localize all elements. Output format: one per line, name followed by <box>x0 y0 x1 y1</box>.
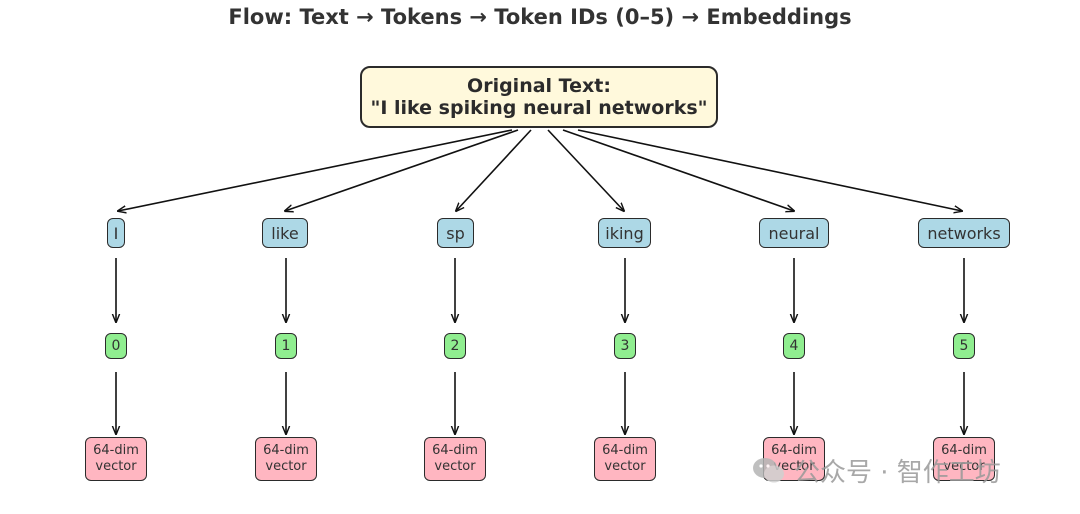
embedding-label-line2: vector <box>943 459 985 474</box>
token-label: iking <box>605 223 644 243</box>
token-box-4: neural <box>759 218 829 248</box>
arrow-root-to-token-2 <box>456 129 532 211</box>
arrow-root-to-token-5 <box>577 129 962 211</box>
watermark: 公众号 · 智作工坊 <box>752 452 1001 489</box>
token-id-label: 0 <box>111 338 121 354</box>
token-id-label: 4 <box>789 338 799 354</box>
token-label: like <box>271 223 299 243</box>
wechat-icon <box>753 457 784 482</box>
embedding-label-line1: 64-dim <box>941 443 987 458</box>
token-id-box-0: 0 <box>105 333 127 359</box>
token-box-1: like <box>262 218 308 248</box>
token-id-box-5: 5 <box>953 333 975 359</box>
token-box-3: iking <box>598 218 651 248</box>
token-box-0: I <box>107 218 125 248</box>
token-box-5: networks <box>918 218 1010 248</box>
embedding-label-line2: vector <box>604 459 646 474</box>
embedding-label-line1: 64-dim <box>263 443 309 458</box>
original-text-sentence: "I like spiking neural networks" <box>370 97 708 119</box>
original-text-label: Original Text: <box>467 75 611 97</box>
watermark-text: 公众号 · 智作工坊 <box>794 458 1001 488</box>
token-label: networks <box>927 223 1001 243</box>
embedding-label-line2: vector <box>773 459 815 474</box>
embedding-label-line1: 64-dim <box>93 443 139 458</box>
arrow-root-to-token-0 <box>118 129 513 211</box>
token-id-label: 1 <box>281 338 291 354</box>
embedding-label-line1: 64-dim <box>432 443 478 458</box>
embedding-label-line2: vector <box>265 459 307 474</box>
token-id-box-2: 2 <box>444 333 466 359</box>
token-label: sp <box>446 223 465 243</box>
embedding-label-line2: vector <box>434 459 476 474</box>
token-label: I <box>113 223 119 243</box>
original-text-box: Original Text: "I like spiking neural ne… <box>360 66 718 128</box>
token-id-label: 2 <box>450 338 460 354</box>
token-id-box-1: 1 <box>275 333 297 359</box>
token-id-label: 3 <box>620 338 630 354</box>
token-id-label: 5 <box>959 338 969 354</box>
embedding-label-line2: vector <box>95 459 137 474</box>
arrow-root-to-token-4 <box>562 129 794 211</box>
token-id-box-3: 3 <box>614 333 636 359</box>
token-id-box-4: 4 <box>783 333 805 359</box>
embedding-label-line1: 64-dim <box>602 443 648 458</box>
arrow-root-to-token-3 <box>547 129 624 211</box>
token-box-2: sp <box>437 218 474 248</box>
diagram-title: Flow: Text → Tokens → Token IDs (0–5) → … <box>228 5 852 29</box>
embedding-label-line1: 64-dim <box>771 443 817 458</box>
arrow-root-to-token-1 <box>285 129 519 211</box>
token-label: neural <box>768 223 820 243</box>
